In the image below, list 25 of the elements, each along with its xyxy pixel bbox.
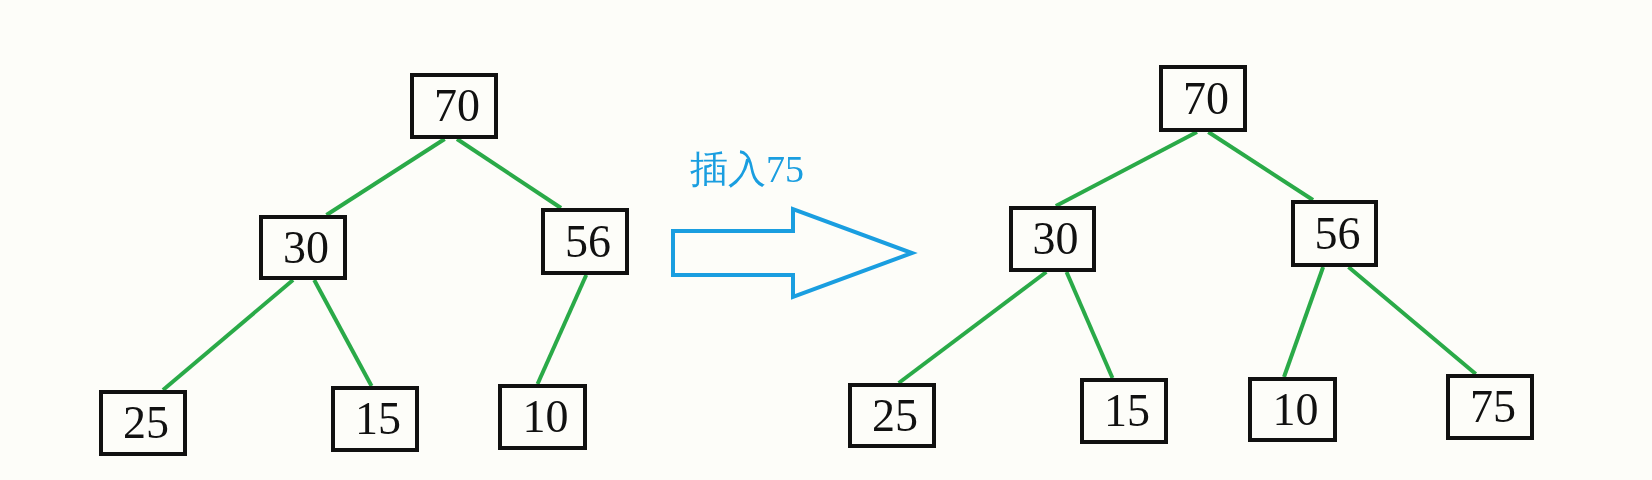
value-box: 56	[1291, 200, 1378, 267]
value-box: 10	[498, 384, 587, 450]
value-box: 15	[1080, 378, 1168, 444]
value-box: 56	[541, 208, 629, 275]
edge-line	[1064, 271, 1115, 379]
value-box: 75	[1446, 374, 1534, 440]
edge-line	[161, 278, 295, 392]
value-box: 25	[99, 390, 187, 456]
edge-line	[1282, 266, 1325, 378]
edge-line	[325, 137, 446, 217]
edge-line	[535, 274, 589, 385]
value-box: 30	[1009, 206, 1096, 272]
value-box: 25	[848, 383, 936, 448]
edge-line	[455, 137, 563, 210]
operation-label: 插入75	[690, 150, 804, 188]
edge-line	[312, 279, 374, 387]
value-box: 15	[331, 386, 419, 452]
edge-line	[897, 270, 1048, 385]
edge-line	[1054, 130, 1198, 208]
edge-line	[1207, 130, 1315, 202]
value-box: 70	[1159, 65, 1247, 132]
value-box: 70	[410, 73, 498, 139]
value-box: 10	[1248, 377, 1337, 442]
edge-line	[1347, 265, 1478, 376]
value-box: 30	[259, 215, 347, 280]
